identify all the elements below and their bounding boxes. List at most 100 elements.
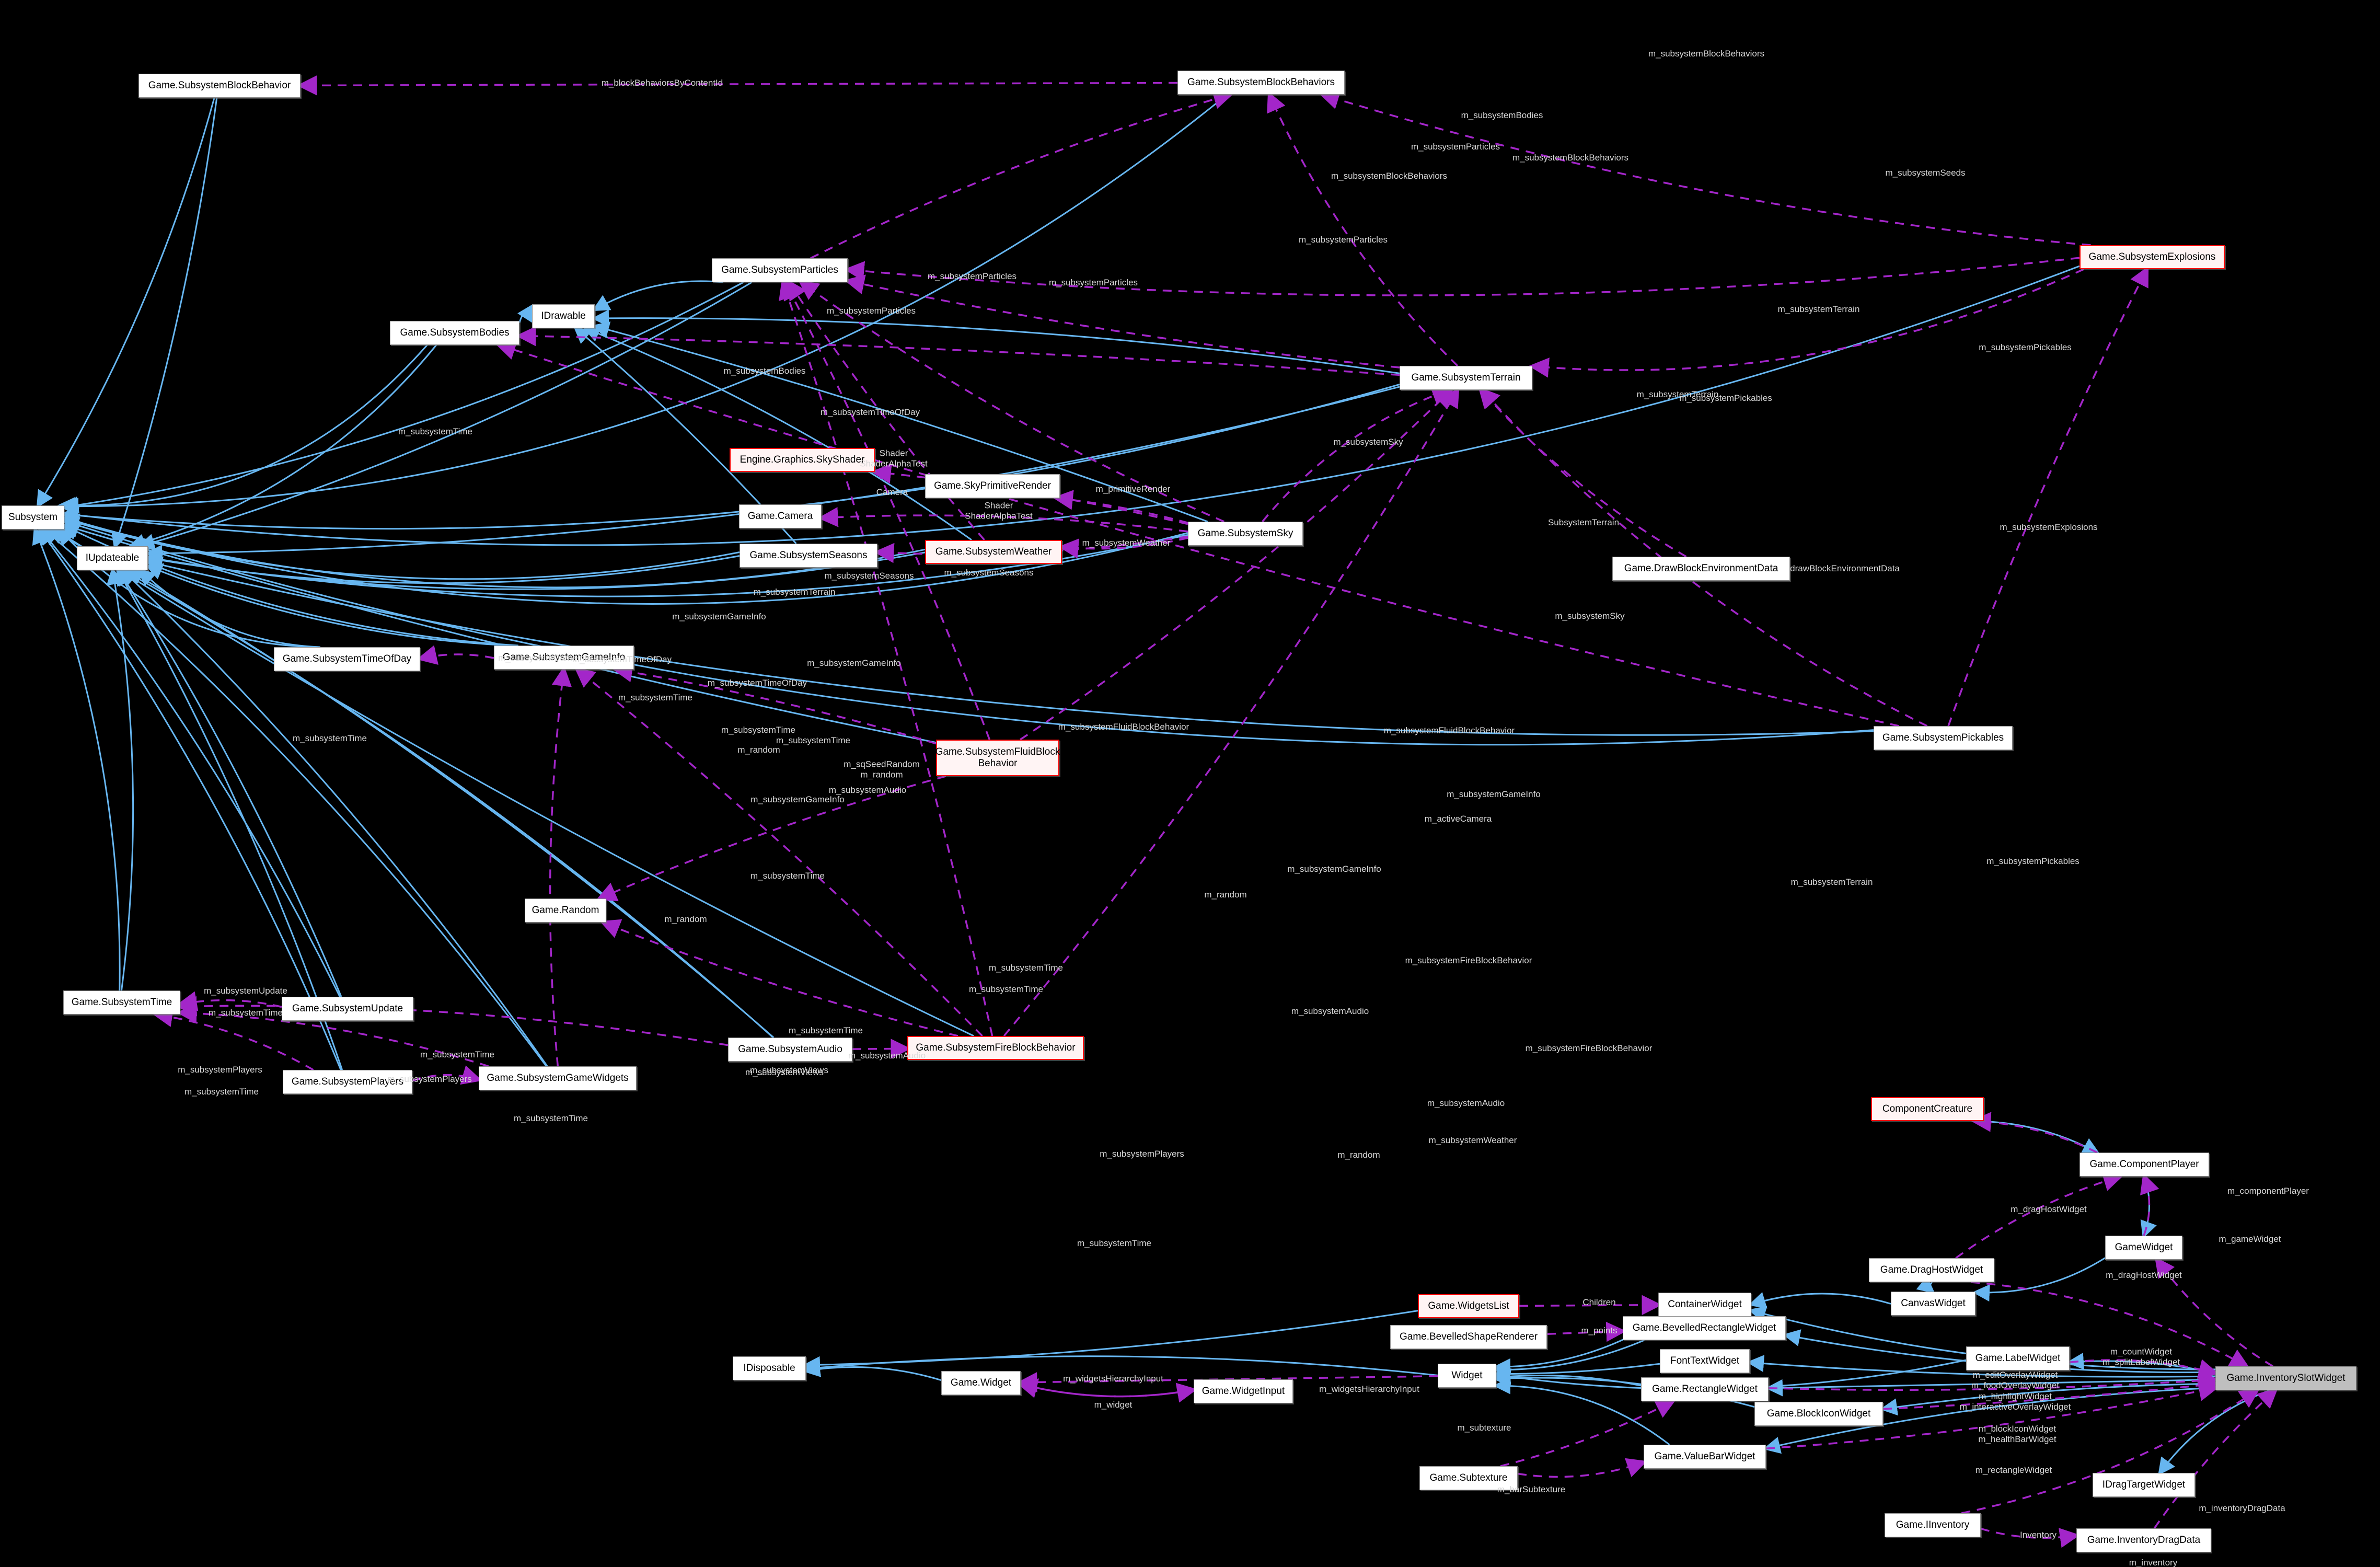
graph-node[interactable]: Game.BlockIconWidget (1754, 1402, 1883, 1426)
graph-node[interactable]: Game.InventoryDragData (2076, 1528, 2211, 1552)
graph-edge (2158, 1389, 2270, 1476)
graph-node[interactable]: Game.WidgetsList (1418, 1294, 1519, 1318)
graph-node[interactable]: Subsystem (2, 505, 64, 529)
graph-node[interactable]: Game.SubsystemPlayers (283, 1070, 412, 1094)
graph-edge (1478, 387, 1687, 558)
graph-node[interactable]: Game.WidgetInput (1194, 1379, 1293, 1403)
graph-node[interactable]: Game.SubsystemTerrain (1400, 366, 1532, 390)
graph-node[interactable]: GameWidget (2105, 1236, 2182, 1260)
graph-node[interactable]: Game.Camera (739, 504, 822, 528)
graph-edge (2140, 1173, 2159, 1236)
graph-node[interactable]: Game.Subtexture (1419, 1466, 1518, 1490)
graph-node[interactable]: Game.RectangleWidget (1641, 1377, 1769, 1401)
graph-edge (138, 568, 319, 648)
graph-node[interactable]: Game.InventorySlotWidget (2215, 1366, 2356, 1390)
graph-node[interactable]: Game.Random (525, 898, 606, 923)
graph-node[interactable]: Engine.Graphics.SkyShader (730, 448, 875, 472)
graph-edge (1017, 1378, 1194, 1398)
graph-edge (128, 344, 437, 551)
graph-node[interactable]: Game.SubsystemPickables (1874, 726, 2013, 750)
graph-edge (1493, 1377, 1670, 1446)
graph-edge (1961, 1388, 2260, 1514)
graph-edge (592, 321, 1208, 523)
graph-edge (1500, 1399, 1677, 1467)
graph-edge (1479, 387, 1928, 727)
graph-edge (57, 344, 428, 515)
graph-edge (137, 281, 753, 551)
graph-edge (592, 280, 723, 312)
graph-node[interactable]: Game.ComponentPlayer (2079, 1153, 2209, 1177)
graph-node[interactable]: Game.SubsystemWeather (925, 540, 1062, 564)
graph-edge (1267, 91, 1459, 367)
graph-node[interactable]: Game.BevelledRectangleWidget (1623, 1316, 1786, 1340)
graph-edge (874, 535, 1188, 563)
graph-node[interactable]: Game.SubsystemParticles (712, 258, 848, 282)
graph-edge (126, 568, 775, 1039)
graph-edge (1947, 266, 2149, 727)
graph-edge (852, 1039, 911, 1059)
graph-node[interactable]: Game.SubsystemExplosions (2079, 245, 2225, 269)
graph-node[interactable]: IDragTargetWidget (2093, 1473, 2195, 1497)
graph-edge (844, 257, 2080, 296)
graph-edge (495, 340, 1899, 727)
graph-edge (61, 281, 744, 514)
graph-edge (1763, 1387, 2216, 1454)
graph-node[interactable]: Game.SkyPrimitiveRender (925, 474, 1060, 498)
graph-edge (783, 279, 991, 740)
graph-node[interactable]: Game.SubsystemTime (63, 990, 180, 1015)
graph-edge (798, 280, 1224, 523)
graph-node[interactable]: Game.IInventory (1885, 1513, 1981, 1537)
graph-node[interactable]: Game.SubsystemGameWidgets (479, 1066, 637, 1090)
graph-node[interactable]: Game.SubsystemGameInfo (494, 646, 634, 670)
graph-node[interactable]: Game.SubsystemFluidBlock Behavior (935, 740, 1060, 776)
graph-edge (1053, 490, 1188, 524)
graph-node[interactable]: Game.SubsystemTimeOfDay (274, 647, 420, 671)
graph-edge (61, 517, 1874, 746)
graph-edge (117, 567, 342, 997)
graph-edge (516, 326, 1400, 376)
graph-edge (1546, 1321, 1626, 1342)
graph-edge (177, 996, 729, 1046)
graph-node[interactable]: Game.DragHostWidget (1869, 1258, 1994, 1282)
graph-node[interactable]: FontTextWidget (1660, 1349, 1750, 1373)
graph-node[interactable]: Game.SubsystemBlockBehavior (138, 74, 301, 98)
graph-edge (1971, 1281, 2250, 1368)
graph-node[interactable]: IDrawable (532, 304, 595, 328)
graph-node[interactable]: ComponentCreature (1871, 1097, 1984, 1121)
graph-node[interactable]: IDisposable (733, 1356, 806, 1380)
graph-node[interactable]: Game.BevelledShapeRenderer (1390, 1325, 1547, 1349)
graph-node[interactable]: Game.Widget (941, 1371, 1021, 1395)
graph-edge (36, 97, 215, 509)
graph-edge (1765, 1379, 2216, 1397)
graph-edge (1768, 1370, 2219, 1391)
graph-edge (152, 1007, 314, 1071)
graph-node[interactable]: Game.LabelWidget (1966, 1346, 2070, 1370)
graph-edge (599, 919, 958, 1037)
graph-node[interactable]: CanvasWidget (1891, 1292, 1975, 1316)
graph-node[interactable]: ContainerWidget (1658, 1293, 1751, 1317)
graph-edge (596, 775, 946, 902)
graph-node[interactable]: Game.SubsystemSky (1188, 522, 1303, 546)
graph-node[interactable]: Game.SubsystemFireBlockBehavior (907, 1036, 1084, 1060)
graph-edge (41, 527, 547, 1067)
graph-node[interactable]: Game.DrawBlockEnvironmentData (1612, 557, 1790, 581)
graph-edge (1319, 89, 2091, 246)
graph-edge (61, 514, 740, 580)
graph-edge (52, 527, 974, 1037)
graph-node[interactable]: Game.SubsystemSeasons (740, 544, 877, 568)
graph-edge (120, 568, 548, 1067)
graph-node[interactable]: Game.SubsystemBlockBehaviors (1177, 71, 1345, 95)
graph-edge (818, 507, 1188, 533)
graph-edge (145, 552, 740, 584)
graph-edge (1748, 1292, 1891, 1309)
graph-node[interactable]: Game.ValueBarWidget (1644, 1445, 1766, 1469)
graph-node[interactable]: Game.SubsystemUpdate (282, 997, 413, 1021)
graph-node[interactable]: Game.SubsystemAudio (728, 1038, 852, 1062)
graph-node[interactable]: Widget (1438, 1364, 1496, 1388)
graph-edge (297, 75, 1178, 96)
graph-node[interactable]: IUpdateable (77, 546, 148, 570)
graph-edge (61, 265, 2080, 546)
graph-edge (1916, 1276, 1935, 1294)
graph-node[interactable]: Game.SubsystemBodies (390, 321, 519, 345)
